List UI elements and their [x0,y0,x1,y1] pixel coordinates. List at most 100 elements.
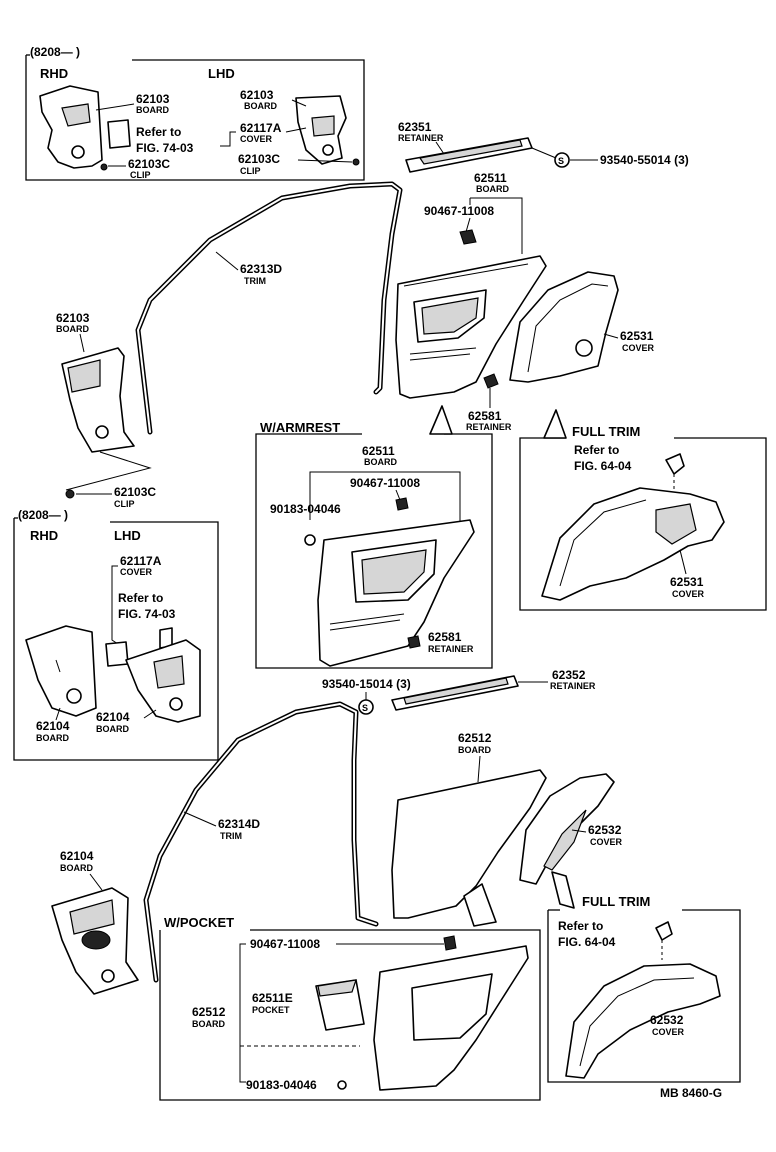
lhd-heading-mid: LHD [114,528,141,543]
part-number-62351: 62351 [398,120,432,134]
arrow-up [429,405,453,435]
variant-heading-full-trim: FULL TRIM [582,894,650,909]
part-number-62104: 62104 [96,710,130,724]
part-number-62581: 62581 [468,409,502,423]
board-hole [71,145,85,159]
board-62104-rhd-shape [25,625,97,717]
part-number-62532: 62532 [650,1013,684,1027]
part-name-retainer: RETAINER [466,422,512,432]
board-62512-shape [391,769,547,919]
screw-s-symbol [358,699,374,715]
part-number-62531: 62531 [670,575,704,589]
variant-heading-full-trim: FULL TRIM [572,424,640,439]
date-range-top: (8208— ) [30,45,80,59]
part-name-board: BOARD [136,105,169,115]
part-number-62511e: 62511E [252,991,293,1005]
part-number-62511: 62511 [474,171,507,185]
part-number-90467-11008: 90467-11008 [424,204,494,218]
screw-s-mark: S [362,703,368,713]
pocket-recess [411,973,493,1041]
board-opening [311,115,335,137]
part-name-retainer: RETAINER [398,133,444,143]
part-number-62103: 62103 [240,88,274,102]
retainer-62351-group: 62351 RETAINER S 93540-55014 (3) [398,120,689,173]
refer-note-line2: FIG. 64-04 [574,459,632,473]
fastener-nut [665,453,685,475]
part-number-90183-04046: 90183-04046 [246,1078,317,1092]
part-number-62581: 62581 [428,630,462,644]
screw-s-symbol [554,152,570,168]
arrow-up [543,409,567,439]
part-number-62532: 62532 [588,823,622,837]
board-62103-left: 62103 BOARD 62103C CLIP [56,311,156,509]
part-name-board: BOARD [364,457,397,467]
board-62103-rhd-shape [39,85,103,169]
part-name-board: BOARD [56,324,89,334]
part-number-62314d: 62314D [218,817,260,831]
part-number-62512: 62512 [458,731,492,745]
variant-heading-w-pocket: W/POCKET [164,915,234,930]
part-name-board: BOARD [60,863,93,873]
variant-heading-w-armrest: W/ARMREST [260,420,340,435]
part-name-board: BOARD [458,745,491,755]
part-name-clip: CLIP [130,170,151,180]
door-trim-62314d: 62314D TRIM [143,701,379,983]
part-name-cover: COVER [240,134,273,144]
variant-box-w-armrest: W/ARMREST 62511 BOARD 90467-11008 90183-… [255,405,493,669]
cover-hole [575,339,593,357]
board-62511-upper: 62511 BOARD 90467-11008 62581 RETAINER [395,171,547,432]
refer-note-line1: Refer to [118,591,163,605]
retainer-62352-group: 93540-15014 (3) S 62352 RETAINER [322,668,596,715]
part-number-93540-55014: 93540-55014 (3) [600,153,689,167]
part-number-62104: 62104 [60,849,94,863]
inset-mid-rhd-lhd: (8208— ) RHD LHD 62117A COVER Refer to F… [13,508,219,761]
refer-note-line1: Refer to [574,443,619,457]
clip-62103c-shape [65,489,75,499]
part-name-board: BOARD [96,724,129,734]
part-name-cover: COVER [120,567,153,577]
refer-note-line1: Refer to [558,919,603,933]
part-name-trim: TRIM [220,831,242,841]
cover-62532-full-trim-shape [565,963,721,1079]
cover-62532-lower: 62532 COVER [519,773,623,885]
part-name-pocket: POCKET [252,1005,290,1015]
clip-62103c-rhd-shape [100,163,108,171]
part-number-62103c: 62103C [114,485,156,499]
part-name-retainer: RETAINER [550,681,596,691]
part-number-62512: 62512 [192,1005,226,1019]
part-name-cover: COVER [622,343,655,353]
date-range-mid: (8208— ) [18,508,68,522]
board-opening [61,103,91,127]
lhd-heading-top: LHD [208,66,235,81]
cover-62531-upper: 62531 COVER [509,271,655,383]
board-hole [322,144,334,156]
part-name-cover: COVER [590,837,623,847]
door-trim-62313d: 62313D TRIM [135,181,403,435]
part-number-62511: 62511 [362,444,395,458]
part-number-90467-11008: 90467-11008 [350,476,420,490]
refer-note-line2: FIG. 64-04 [558,935,616,949]
part-name-cover: COVER [672,589,705,599]
fastener-90467 [459,229,477,245]
refer-note-line2: FIG. 74-03 [136,141,194,155]
part-number-62103c: 62103C [238,152,280,166]
part-number-93540-15014: 93540-15014 (3) [322,677,411,691]
part-name-cover: COVER [652,1027,685,1037]
part-name-retainer: RETAINER [428,644,474,654]
part-number-62103: 62103 [56,311,90,325]
fastener-nut [655,921,673,941]
screw-90183 [304,534,316,546]
part-number-62104: 62104 [36,719,70,733]
refer-note-line1: Refer to [136,125,181,139]
part-number-62103: 62103 [136,92,170,106]
part-name-board: BOARD [244,101,277,111]
part-name-board: BOARD [476,184,509,194]
board-62512-lower: 62512 BOARD [391,731,547,927]
inset-top-rhd-lhd: (8208— ) RHD LHD 62103 BOARD 62103 BOARD… [25,45,365,181]
part-name-board: BOARD [36,733,69,743]
diagram-reference-code: MB 8460-G [660,1086,722,1100]
refer-note-line2: FIG. 74-03 [118,607,176,621]
part-number-62313d: 62313D [240,262,282,276]
part-number-62103c: 62103C [128,157,170,171]
